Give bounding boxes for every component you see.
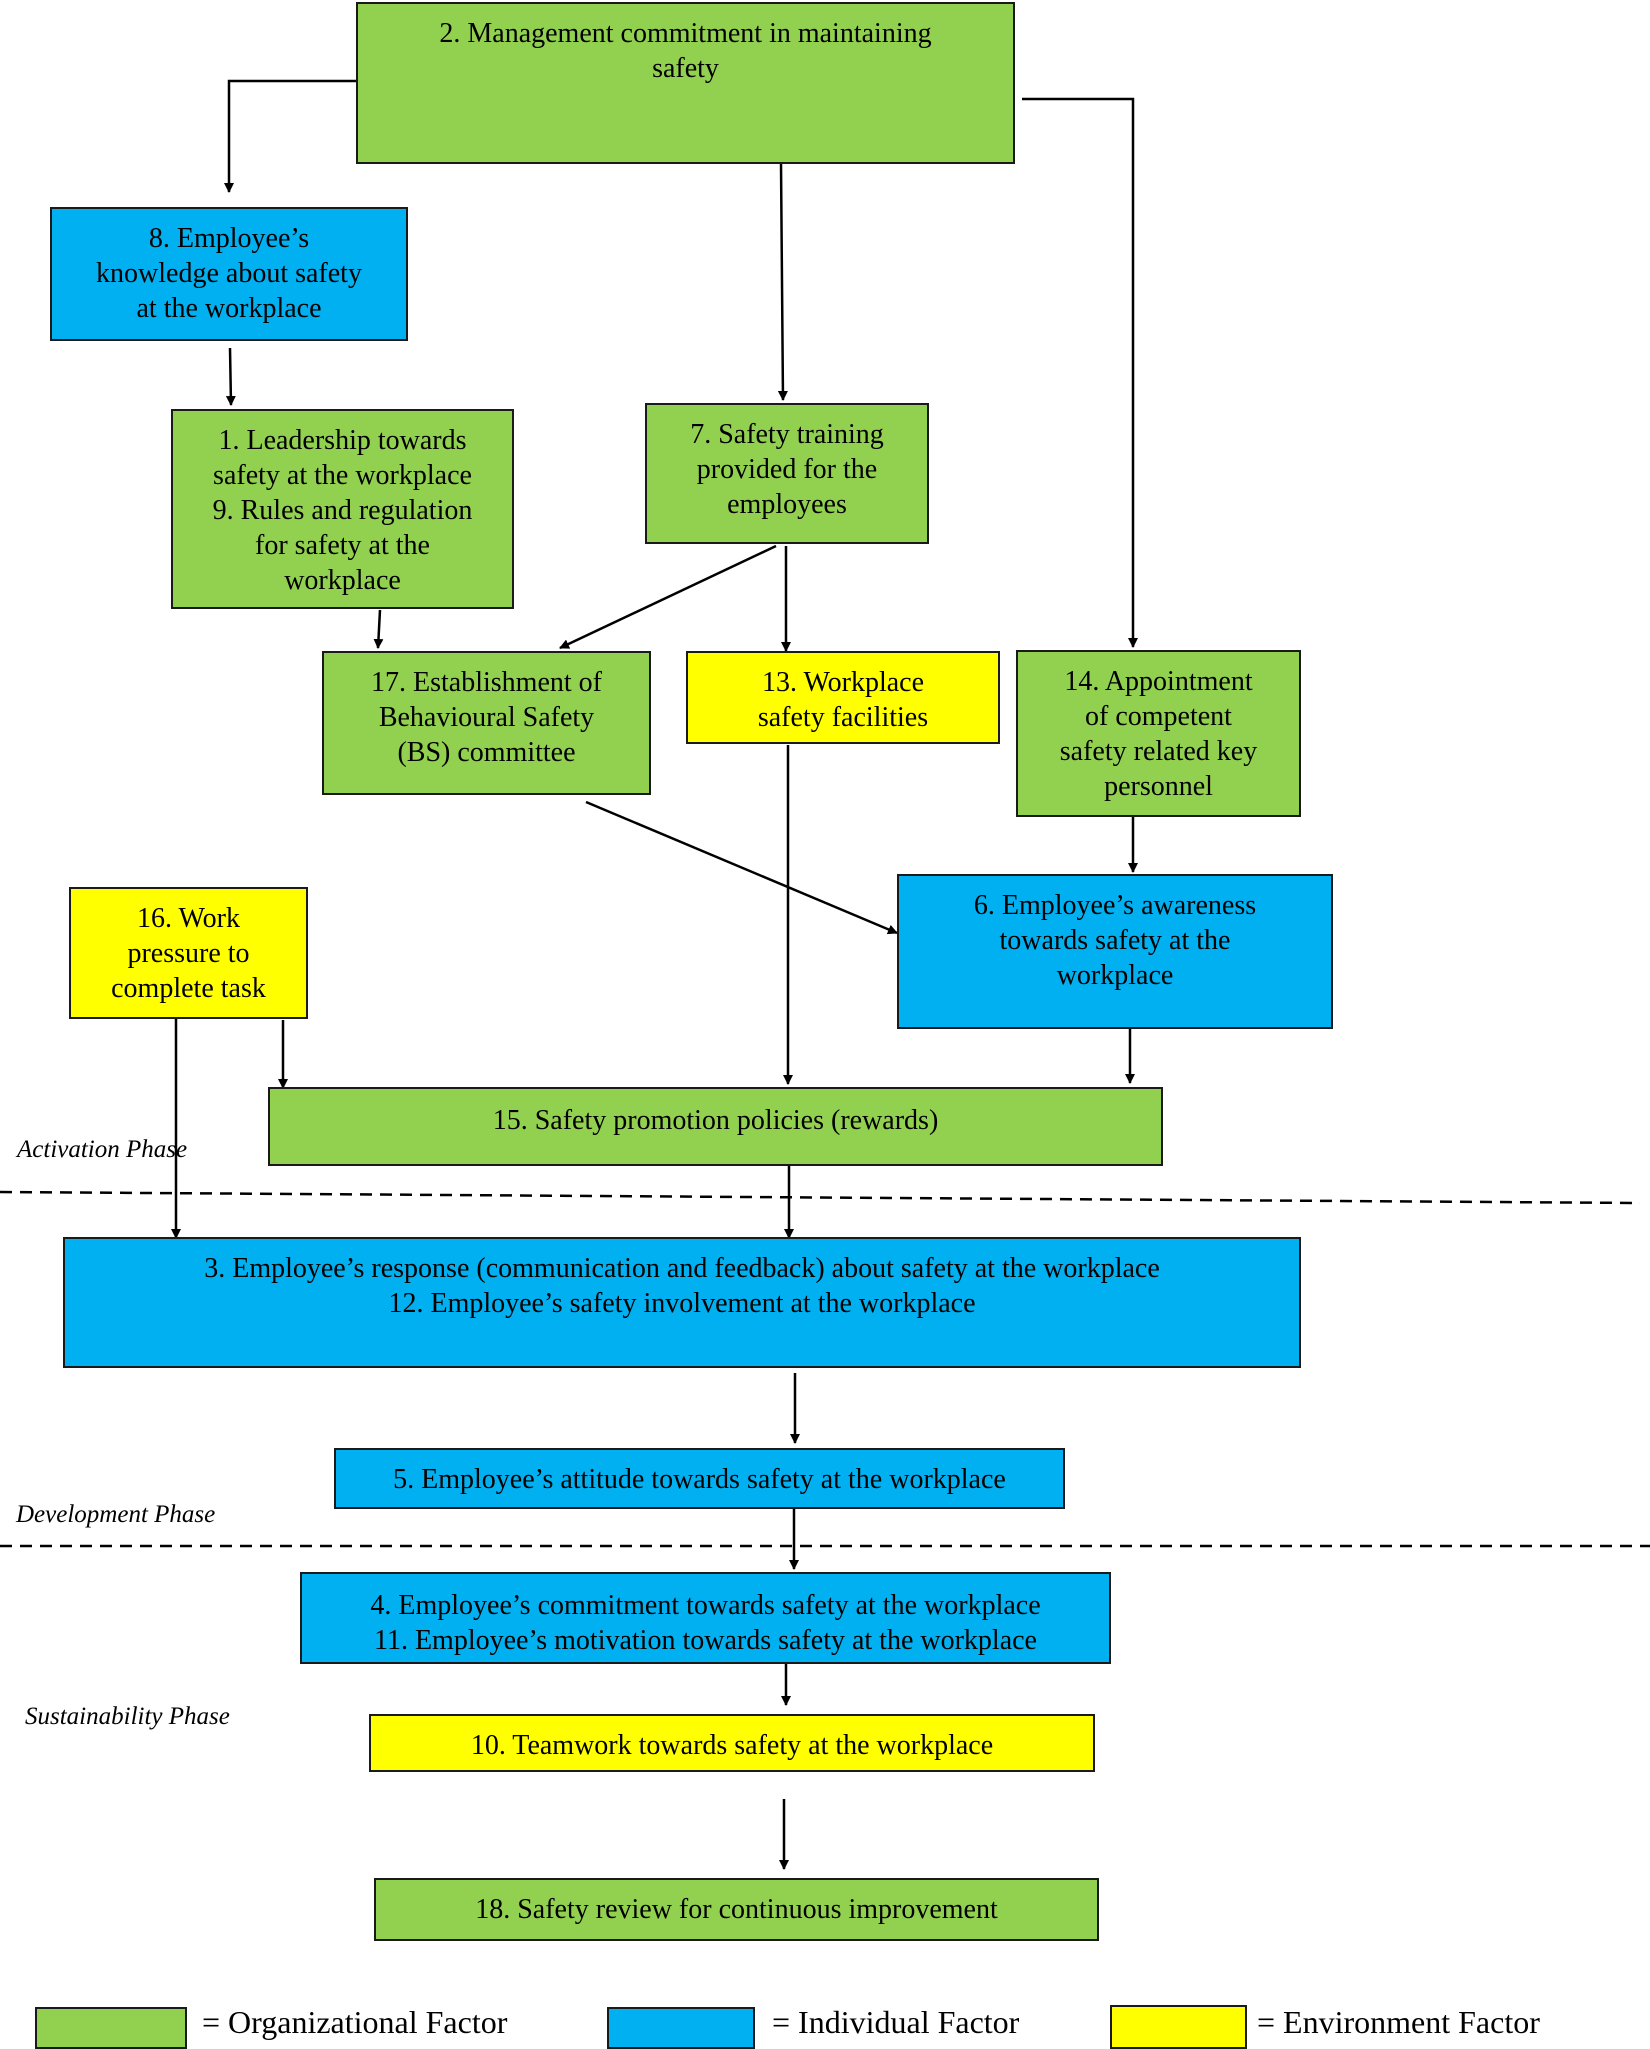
node-line: safety at the workplace xyxy=(213,460,472,491)
node-safety-promotion-policies: 15. Safety promotion policies (rewards) xyxy=(268,1087,1163,1166)
arrow-n8-to-n1-9 xyxy=(225,347,236,406)
node-line: for safety at the xyxy=(255,530,430,561)
legend-swatch-environment xyxy=(1110,2005,1247,2049)
node-line: safety xyxy=(652,53,719,84)
node-line: complete task xyxy=(111,973,266,1004)
node-safety-training: 7. Safety training provided for the empl… xyxy=(645,403,929,544)
node-employee-awareness: 6. Employee’s awareness towards safety a… xyxy=(897,874,1333,1029)
arrow-n2-to-n8 xyxy=(224,79,356,193)
node-teamwork: 10. Teamwork towards safety at the workp… xyxy=(369,1714,1095,1772)
node-line: personnel xyxy=(1104,771,1213,802)
node-leadership-rules: 1. Leadership towards safety at the work… xyxy=(171,409,514,609)
arrow-n2-to-n7 xyxy=(777,163,788,401)
node-line: 12. Employee’s safety involvement at the… xyxy=(388,1288,976,1319)
node-line: safety facilities xyxy=(757,702,929,733)
node-safety-review: 18. Safety review for continuous improve… xyxy=(374,1878,1099,1941)
node-line: provided for the xyxy=(696,454,878,485)
node-line: 6. Employee’s awareness xyxy=(973,890,1257,921)
arrow-n2-to-n14 xyxy=(1022,97,1138,648)
node-bs-committee: 17. Establishment of Behavioural Safety … xyxy=(322,651,651,795)
node-line: 10. Teamwork towards safety at the workp… xyxy=(470,1730,994,1761)
node-line: 7. Safety training xyxy=(690,419,884,450)
node-line: Behavioural Safety xyxy=(378,702,595,733)
node-line: 3. Employee’s response (communication an… xyxy=(204,1253,1160,1284)
node-line: 5. Employee’s attitude towards safety at… xyxy=(393,1464,1006,1495)
node-line: 13. Workplace xyxy=(761,667,925,698)
node-line: 14. Appointment xyxy=(1064,666,1253,697)
node-line: 4. Employee’s commitment towards safety … xyxy=(370,1590,1041,1621)
node-line: (BS) committee xyxy=(397,737,576,768)
legend-label-individual: = Individual Factor xyxy=(772,2004,1020,2040)
node-key-personnel: 14. Appointment of competent safety rela… xyxy=(1016,650,1301,817)
node-line: 2. Management commitment in maintaining xyxy=(439,18,932,49)
node-employee-attitude: 5. Employee’s attitude towards safety at… xyxy=(334,1448,1065,1509)
node-employee-response-involvement: 3. Employee’s response (communication an… xyxy=(63,1237,1301,1368)
node-employee-knowledge: 8. Employee’s knowledge about safety at … xyxy=(50,207,408,341)
phase-label-activation: Activation Phase xyxy=(17,1136,188,1163)
node-line: towards safety at the xyxy=(999,925,1231,956)
node-line: 18. Safety review for continuous improve… xyxy=(475,1894,998,1925)
node-line: 11. Employee’s motivation towards safety… xyxy=(373,1625,1037,1656)
node-line: 15. Safety promotion policies (rewards) xyxy=(492,1105,939,1136)
phase-label-development: Development Phase xyxy=(16,1501,216,1528)
node-line: 9. Rules and regulation xyxy=(212,495,473,526)
arrow-n7-to-n17 xyxy=(559,544,777,650)
node-line: workplace xyxy=(1056,960,1174,991)
phase-label-sustainability: Sustainability Phase xyxy=(25,1703,230,1730)
node-line: 1. Leadership towards xyxy=(218,425,467,456)
node-employee-commitment-motivation: 4. Employee’s commitment towards safety … xyxy=(300,1572,1111,1664)
legend-label-environment: = Environment Factor xyxy=(1257,2004,1540,2040)
node-line: workplace xyxy=(284,565,401,596)
legend-swatch-organizational xyxy=(35,2007,187,2049)
node-work-pressure: 16. Work pressure to complete task xyxy=(69,887,308,1019)
node-line: safety related key xyxy=(1059,736,1258,767)
node-line: 16. Work xyxy=(136,903,240,934)
node-line: knowledge about safety xyxy=(96,258,362,289)
legend-swatch-individual xyxy=(607,2007,755,2049)
arrow-n1-9-to-n17 xyxy=(373,609,384,649)
node-management-commitment: 2. Management commitment in maintaining … xyxy=(356,2,1015,164)
legend-label-organizational: = Organizational Factor xyxy=(202,2004,508,2040)
node-line: of competent xyxy=(1085,701,1232,732)
node-line: pressure to xyxy=(127,938,250,969)
node-line: employees xyxy=(727,489,847,520)
node-line: 8. Employee’s xyxy=(148,223,310,254)
node-line: 17. Establishment of xyxy=(371,667,602,698)
phase-divider-activation xyxy=(0,1190,1641,1205)
node-workplace-safety-facilities: 13. Workplace safety facilities xyxy=(686,651,1000,744)
arrow-n17-to-n6 xyxy=(585,800,898,935)
node-line: at the workplace xyxy=(136,293,322,324)
